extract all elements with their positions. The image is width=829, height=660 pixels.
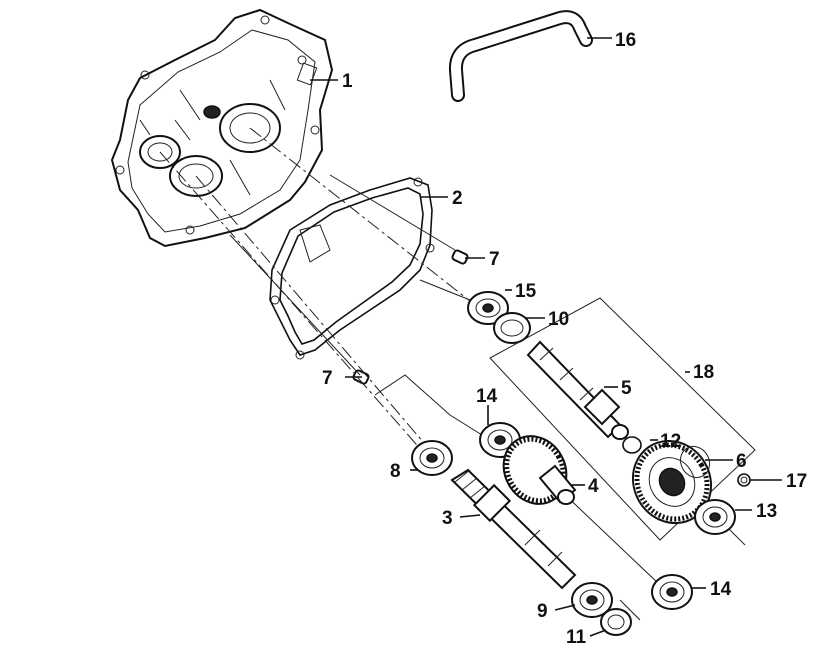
part-15-bearing — [467, 291, 509, 325]
part-9-bearing — [571, 582, 613, 618]
part-2-gasket — [269, 177, 435, 360]
callout-11: 11 — [566, 627, 587, 648]
callout-4: 4 — [588, 476, 599, 497]
part-7-dowel-pin-upper — [451, 249, 469, 265]
callout-12: 12 — [660, 431, 681, 452]
part-10-oil-seal — [493, 312, 531, 344]
part-1-transmission-case — [110, 8, 334, 248]
part-13-bearing — [694, 499, 736, 535]
part-4-countershaft-gear — [502, 435, 577, 505]
part-18-assembly-outline — [489, 297, 756, 541]
part-5-output-shaft — [526, 340, 629, 440]
callout-17: 17 — [786, 471, 807, 492]
callout-14-lower: 14 — [710, 579, 732, 600]
callout-7-lower: 7 — [322, 368, 333, 389]
part-11-oil-seal — [600, 608, 632, 636]
callout-9: 9 — [537, 601, 548, 622]
callout-6: 6 — [736, 451, 747, 472]
callout-14-upper: 14 — [476, 386, 498, 407]
callout-10: 10 — [548, 309, 569, 330]
part-8-bearing — [411, 440, 453, 476]
callout-16: 16 — [615, 30, 636, 51]
callout-8: 8 — [390, 461, 401, 482]
part-14-bearing-lower — [651, 574, 693, 610]
callout-5: 5 — [621, 378, 632, 399]
leader-lines — [310, 37, 782, 637]
callout-15: 15 — [515, 281, 537, 302]
callout-7-upper: 7 — [489, 249, 500, 270]
part-16-hose — [448, 10, 593, 102]
callout-18: 18 — [693, 362, 714, 383]
part-6-final-gear — [631, 439, 713, 525]
callout-13: 13 — [756, 501, 777, 522]
callout-1: 1 — [342, 71, 353, 92]
part-17-ring — [737, 473, 751, 487]
callout-3: 3 — [442, 508, 453, 529]
callout-2: 2 — [452, 188, 463, 209]
part-12-circlip — [622, 436, 642, 454]
callout-labels: 1 2 7 15 10 18 7 5 14 12 6 17 8 4 13 3 1… — [322, 30, 807, 648]
part-3-drive-shaft — [450, 468, 577, 590]
